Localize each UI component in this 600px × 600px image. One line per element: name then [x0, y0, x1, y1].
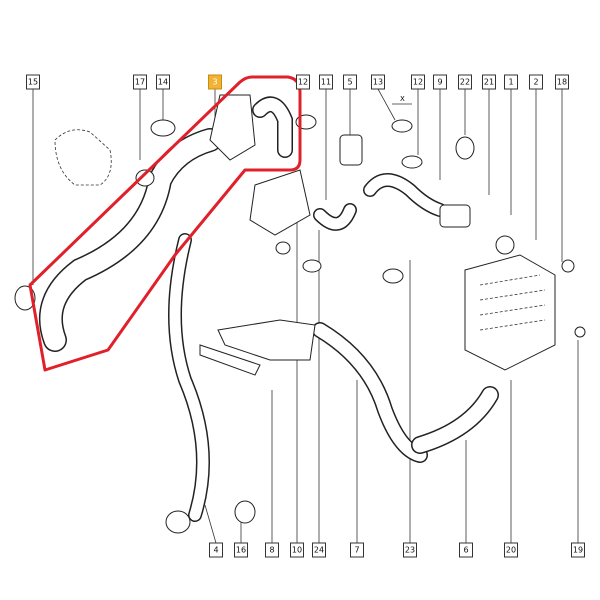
part-label-4[interactable]: 4: [209, 542, 223, 558]
hoses: [38, 96, 499, 522]
part-label-21[interactable]: 21: [482, 74, 496, 90]
part-label-14[interactable]: 14: [156, 74, 170, 90]
engine-block-outline: [54, 129, 112, 186]
part-label-20[interactable]: 20: [504, 542, 518, 558]
part-label-12[interactable]: 12: [296, 74, 310, 90]
part-label-16[interactable]: 16: [234, 542, 248, 558]
hose-clamps: [14, 114, 515, 534]
part-label-3-selected[interactable]: 3: [208, 74, 222, 90]
part-label-23[interactable]: 23: [403, 542, 417, 558]
part-label-15[interactable]: 15: [26, 74, 40, 90]
intercooler: [464, 254, 586, 371]
part-label-1[interactable]: 1: [504, 74, 518, 90]
air-ducts: [199, 94, 316, 376]
dimension-marks: X: [392, 95, 412, 105]
part-label-22[interactable]: 22: [458, 74, 472, 90]
part-label-8[interactable]: 8: [265, 542, 279, 558]
part-label-19[interactable]: 19: [571, 542, 585, 558]
part-label-11[interactable]: 11: [319, 74, 333, 90]
part-label-6[interactable]: 6: [459, 542, 473, 558]
part-label-9[interactable]: 9: [433, 74, 447, 90]
part-label-17[interactable]: 17: [133, 74, 147, 90]
leader-lines: [32, 88, 579, 544]
part-label-10[interactable]: 10: [290, 542, 304, 558]
part-label-24[interactable]: 24: [312, 542, 326, 558]
part-label-13[interactable]: 13: [371, 74, 385, 90]
part-label-18[interactable]: 18: [555, 74, 569, 90]
part-label-5[interactable]: 5: [343, 74, 357, 90]
part-label-12b[interactable]: 12: [411, 74, 425, 90]
part-label-2[interactable]: 2: [529, 74, 543, 90]
part-label-7[interactable]: 7: [350, 542, 364, 558]
dimension-x-label: X: [400, 95, 405, 103]
